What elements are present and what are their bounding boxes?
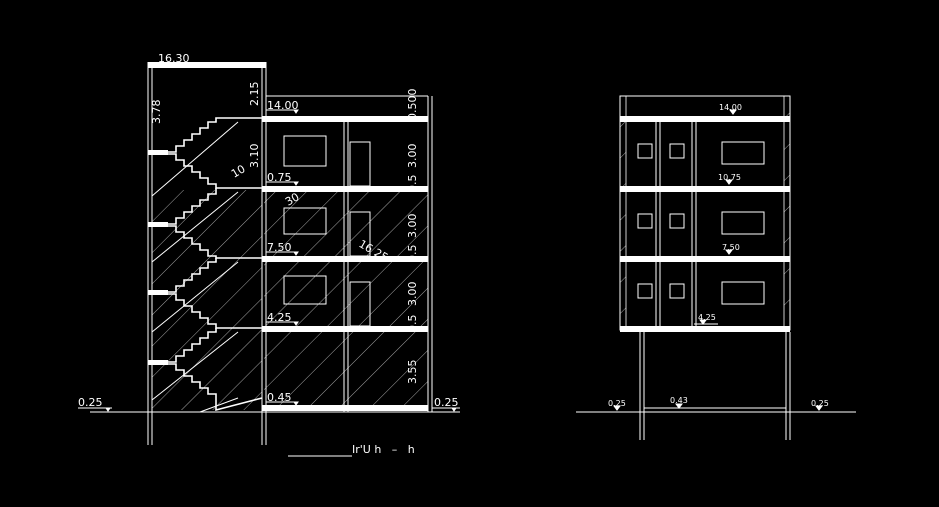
landing [148, 150, 168, 155]
height-dim: 0.5 [406, 315, 419, 333]
door [349, 281, 371, 327]
floor-slab-level-4 [262, 116, 428, 122]
ground-label-left: 0.25 [78, 396, 103, 409]
level-label: 4.25 [267, 311, 292, 324]
window [283, 275, 327, 305]
height-dim: 3.00 [406, 282, 419, 307]
ground-label-right: 0.25 [434, 396, 459, 409]
floor-slab-level-3 [262, 186, 428, 192]
level-markers [78, 63, 460, 412]
elevation-band-level-4 [620, 116, 790, 122]
elevation-level-markers [613, 109, 823, 411]
section-hatch-fill [264, 190, 428, 410]
floor-slab-level-2 [262, 256, 428, 262]
landing [148, 360, 168, 365]
elevation-level-label: 7.50 [722, 243, 740, 252]
roof-slab [148, 62, 266, 68]
elevation-level-label: 14.00 [719, 103, 742, 112]
annotation: 30 [283, 190, 302, 208]
stair-dim: 2.15 [248, 82, 261, 107]
floor-slab-level-1 [262, 326, 428, 332]
elevation-band-level-1 [620, 326, 790, 332]
stair-hatch-fill [152, 190, 262, 410]
section-title: Ir'U h – h [352, 443, 415, 456]
window [283, 207, 327, 235]
stair-flights [168, 117, 263, 412]
height-dim: 0.5 [406, 245, 419, 263]
elevation-drawing: 14.00 10.75 7.50 4.25 0.25 0.43 0.25 [576, 95, 856, 440]
level-label: 0.75 [267, 171, 292, 184]
height-dim: 0.5 [406, 175, 419, 193]
elevation-side-wall-left [619, 95, 627, 331]
height-dim: 3.00 [406, 214, 419, 239]
stair-dim: 3.78 [150, 100, 163, 125]
elevation-level-label: 10.75 [718, 173, 741, 182]
elevation-ground-right: 0.25 [811, 399, 829, 408]
height-dim: 0.500 [406, 89, 419, 121]
elevation-band-level-3 [620, 186, 790, 192]
height-dim: 3.55 [406, 360, 419, 385]
door [349, 211, 371, 257]
ground-slab [262, 405, 428, 411]
stair-soffits [151, 121, 239, 413]
level-label: 0.45 [267, 391, 292, 404]
elevation-ground-mid: 0.43 [670, 396, 688, 405]
window [283, 135, 327, 167]
stair-dim: 3.10 [248, 144, 261, 169]
height-dim: 3.00 [406, 144, 419, 169]
level-label: 14.00 [267, 99, 299, 112]
annotation: 10 [229, 162, 248, 180]
landing [148, 222, 168, 227]
elevation-band-level-2 [620, 256, 790, 262]
landing [148, 290, 168, 295]
section-drawing: 16.30 14.00 0.75 7.50 4.25 0.45 0.25 0.2… [78, 52, 460, 457]
door [349, 141, 371, 187]
elevation-windows [637, 141, 765, 305]
elevation-level-label: 4.25 [698, 313, 716, 322]
elevation-side-wall-right [783, 95, 791, 331]
top-width-dim: 16.30 [158, 52, 190, 65]
elevation-ground-left: 0.25 [608, 399, 626, 408]
level-label: 7.50 [267, 241, 292, 254]
